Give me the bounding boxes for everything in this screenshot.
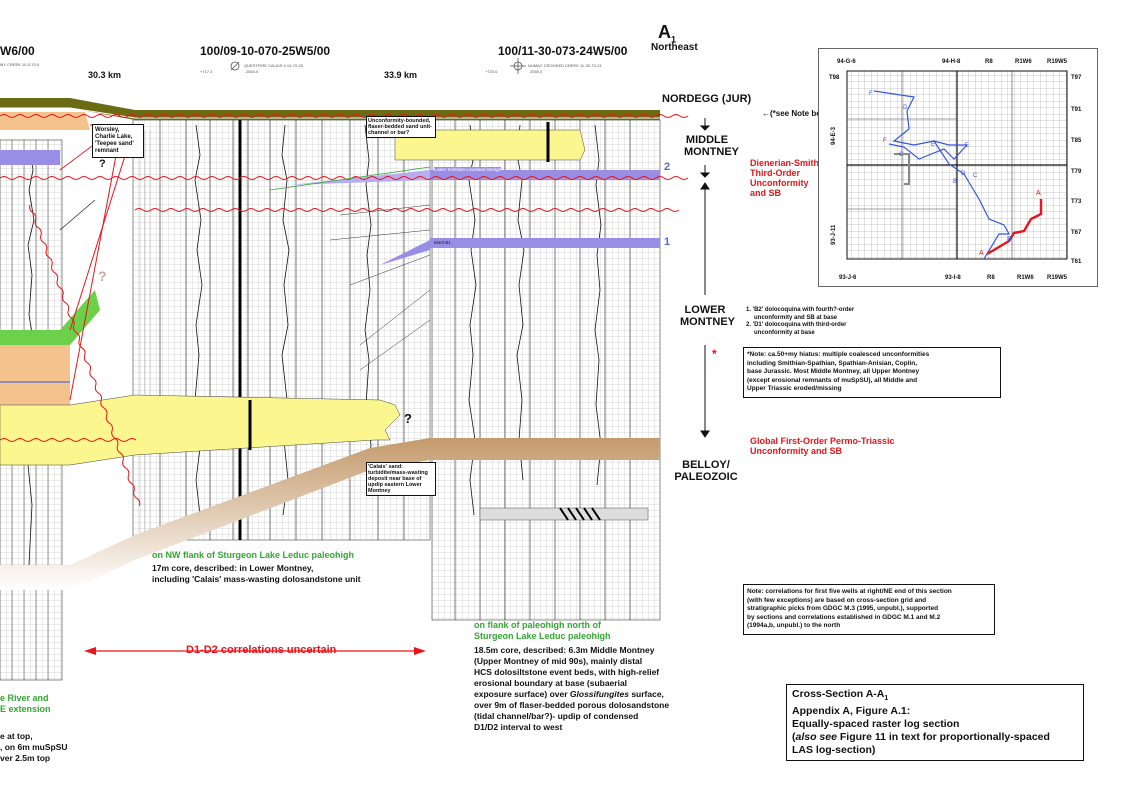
map-right-label-2: T85 <box>1071 138 1082 144</box>
map-bottom-label-3: R1W6 <box>1017 275 1034 281</box>
map-top-label-0: 94-G-6 <box>837 59 856 65</box>
map-point-b2: B <box>1007 236 1012 243</box>
map-left-mid: 94-E-3 <box>831 126 837 145</box>
map-right-label-6: T61 <box>1071 259 1082 265</box>
unit-belloy: BELLOY/PALEOZOIC <box>674 459 738 483</box>
marker-1: 1 <box>664 236 671 248</box>
well-mid-kb: +717.3 <box>200 69 213 74</box>
section-endpoint-a1: A1 <box>658 22 677 45</box>
mont-b1-label: Mont B1 <box>434 240 451 245</box>
belloy-band <box>0 438 660 590</box>
d2-purple-band <box>0 150 60 165</box>
d1d2-arrow <box>84 647 426 655</box>
well-mid-td: 2654.0 <box>246 69 259 74</box>
question-calais: ? <box>404 411 412 426</box>
correlation-note: Note: correlations for first five wells … <box>743 584 995 635</box>
distance-1: 30.3 km <box>88 70 122 80</box>
marker-2: 2 <box>664 161 671 173</box>
lower-wedge-label: Lower Smithian Lowstand Wedge <box>434 167 501 172</box>
map-bottom-label-0: 93-J-6 <box>839 275 857 281</box>
well-left-header: MY CREEK 10-0-70-0 <box>0 62 40 67</box>
figure-title-box: Cross-Section A-A1 Appendix A, Figure A.… <box>786 684 1084 762</box>
map-left-top: T98 <box>829 75 840 81</box>
map-point-e2: E <box>965 143 969 149</box>
core-mid-title: on NW flank of Sturgeon Lake Leduc paleo… <box>152 550 355 560</box>
map-point-a: A <box>979 250 984 257</box>
map-point-f1: F <box>869 91 873 97</box>
unit-arrows <box>699 118 711 438</box>
see-note-pointer: ←(*see Note below) <box>762 109 837 118</box>
map-bottom-label-2: R8 <box>987 275 995 281</box>
d1-purple-band <box>430 238 660 248</box>
question-lower: ? <box>98 268 107 284</box>
map-top-label-4: R19W5 <box>1047 59 1068 65</box>
map-point-f2: F <box>883 138 887 144</box>
well-right-title: 100/11-30-073-24W5/00 <box>498 44 628 58</box>
well-left-title: W6/00 <box>0 44 35 58</box>
map-point-c1: C <box>899 152 904 158</box>
map-point-a1: A <box>1036 190 1041 197</box>
calais-sand <box>0 394 401 466</box>
map-right-label-1: T91 <box>1071 107 1082 113</box>
direction-label: Northeast <box>651 42 698 53</box>
map-left-low: 93-J-11 <box>831 224 837 245</box>
d1d2-correlation-label: D1-D2 correlations uncertain <box>186 644 337 656</box>
map-point-e1: E <box>931 142 935 148</box>
well-right-td: 2555.0 <box>530 69 543 74</box>
core-mid-description: 17m core, described: in Lower Montney,in… <box>152 563 361 584</box>
map-bottom-label-1: 93-I-8 <box>945 275 961 281</box>
well-symbol-mid-icon <box>230 61 240 71</box>
note-asterisk: * <box>712 347 717 361</box>
map-right-label-4: T73 <box>1071 199 1082 205</box>
distance-2: 33.9 km <box>384 70 418 80</box>
well-right-kb: +723.0 <box>485 69 498 74</box>
question-upper: ? <box>99 158 106 170</box>
log-panel-right <box>431 119 661 621</box>
unit-nordegg: NORDEGG (JUR) <box>662 93 752 105</box>
map-right-label-3: T79 <box>1071 169 1082 175</box>
unconformity-channel-callout: Unconformity-bounded,flaser-bedded sand … <box>366 116 436 138</box>
map-bottom-label-4: R19W5 <box>1047 275 1068 281</box>
map-point-c2: C <box>973 173 978 179</box>
well-mid-title: 100/09-10-070-25W5/00 <box>200 44 331 58</box>
well-right-header: NUMAC CROOKED CREEK 11-30-73-24 <box>528 63 602 68</box>
well-mid-header: QUESTFIRE CALAIS 9-10-70-25 <box>244 63 303 68</box>
note-b2-d1: 1. 'B2' dolocoquina with fourth?-order u… <box>746 307 855 336</box>
location-map: 94-G-6 94-H-8 R8 R1W6 R19W5 93-J-6 93-I-… <box>818 48 1098 287</box>
map-top-label-1: 94-H-8 <box>942 59 961 65</box>
map-point-d2: D <box>961 171 966 177</box>
map-point-b1: B <box>953 179 957 185</box>
map-top-label-2: R8 <box>985 59 993 65</box>
map-point-d1: D <box>903 105 908 111</box>
map-right-label-5: T67 <box>1071 230 1082 236</box>
worsley-callout: Worsley,Charlie Lake,'Teepee sand'remnan… <box>92 124 144 158</box>
core-right-description: 18.5m core, described: 6.3m Middle Montn… <box>474 645 670 732</box>
map-top-label-3: R1W6 <box>1015 59 1032 65</box>
hiatus-note: *Note: ca.50+my hiatus: multiple coalesc… <box>743 347 1001 398</box>
map-right-label-0: T97 <box>1071 75 1082 81</box>
location-map-svg: 94-G-6 94-H-8 R8 R1W6 R19W5 93-J-6 93-I-… <box>829 59 1082 281</box>
